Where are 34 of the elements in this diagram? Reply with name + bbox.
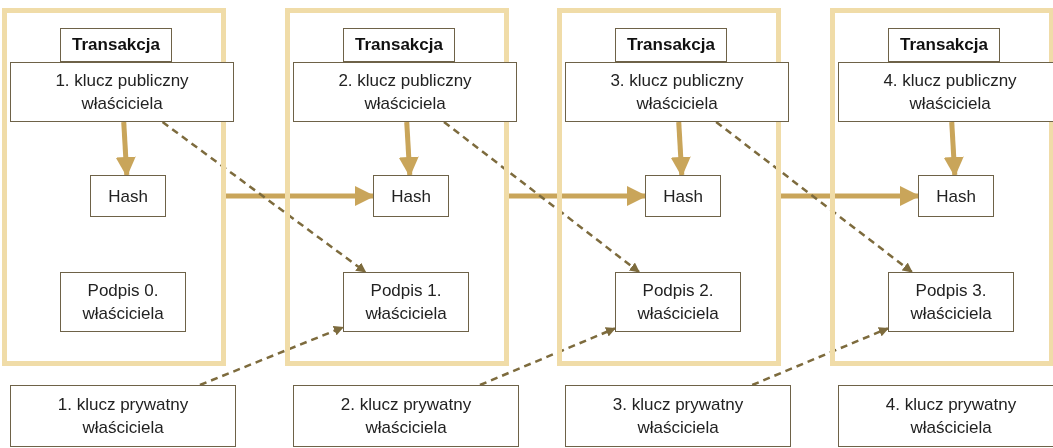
arrow [398, 121, 419, 177]
arrow [715, 121, 913, 273]
transaction-heading: Transakcja [60, 28, 172, 62]
arrow [199, 326, 344, 387]
transaction-heading: Transakcja [615, 28, 727, 62]
signature-box: Podpis 1. właściciela [343, 272, 469, 332]
private-key-box: 4. klucz prywatny właściciela [838, 385, 1053, 447]
arrow [115, 121, 136, 177]
transaction-heading: Transakcja [888, 28, 1000, 62]
arrow [751, 327, 889, 387]
hash-box: Hash [918, 175, 994, 217]
arrow [226, 186, 375, 206]
transaction-heading: Transakcja [343, 28, 455, 62]
arrow [781, 186, 920, 206]
public-key-box: 3. klucz publiczny właściciela [565, 62, 789, 122]
arrow [509, 186, 647, 206]
signature-box: Podpis 3. właściciela [888, 272, 1014, 332]
private-key-box: 2. klucz prywatny właściciela [293, 385, 519, 447]
hash-box: Hash [645, 175, 721, 217]
signature-box: Podpis 0. właściciela [60, 272, 186, 332]
hash-box: Hash [90, 175, 166, 217]
private-key-box: 1. klucz prywatny właściciela [10, 385, 236, 447]
private-key-box: 3. klucz prywatny właściciela [565, 385, 791, 447]
arrow [943, 121, 964, 177]
public-key-box: 1. klucz publiczny właściciela [10, 62, 234, 122]
arrow [443, 121, 640, 273]
arrow [161, 121, 367, 273]
hash-box: Hash [373, 175, 449, 217]
public-key-box: 4. klucz publiczny właściciela [838, 62, 1053, 122]
arrow [670, 121, 691, 177]
public-key-box: 2. klucz publiczny właściciela [293, 62, 517, 122]
arrow [479, 327, 616, 387]
signature-box: Podpis 2. właściciela [615, 272, 741, 332]
transaction-frame [830, 8, 1053, 366]
